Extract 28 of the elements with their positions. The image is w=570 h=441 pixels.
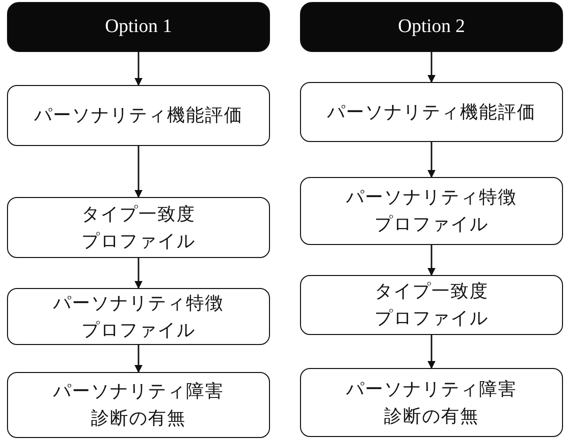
process-box	[300, 275, 563, 335]
node-label: パーソナリティ特徴プロファイル	[345, 186, 518, 237]
node-label: パーソナリティ機能評価	[34, 104, 243, 128]
node-label: パーソナリティ特徴プロファイル	[52, 292, 225, 342]
node-label: パーソナリティ障害診断の有無	[52, 380, 225, 431]
node-label: タイプ一致度プロファイル	[374, 280, 490, 331]
node-label: パーソナリティ機能評価	[327, 100, 536, 124]
process-box	[7, 288, 270, 345]
process-box	[300, 82, 563, 142]
arrow	[134, 345, 142, 373]
arrow	[428, 52, 436, 83]
process-box	[7, 197, 270, 258]
process-box	[7, 85, 270, 146]
node-label: Option 2	[398, 14, 466, 39]
arrow	[134, 52, 142, 86]
node-label: Option 1	[104, 14, 172, 39]
process-box	[7, 372, 270, 438]
header-box	[7, 2, 270, 52]
arrow	[134, 146, 142, 198]
node-label: タイプ一致度プロファイル	[80, 202, 196, 254]
header-box	[300, 2, 563, 52]
node-label: パーソナリティ障害診断の有無	[345, 378, 518, 428]
process-box	[300, 177, 563, 245]
arrow	[428, 142, 436, 178]
process-box	[300, 368, 563, 437]
arrow	[134, 258, 142, 289]
arrow	[428, 335, 436, 369]
arrow	[428, 245, 436, 276]
